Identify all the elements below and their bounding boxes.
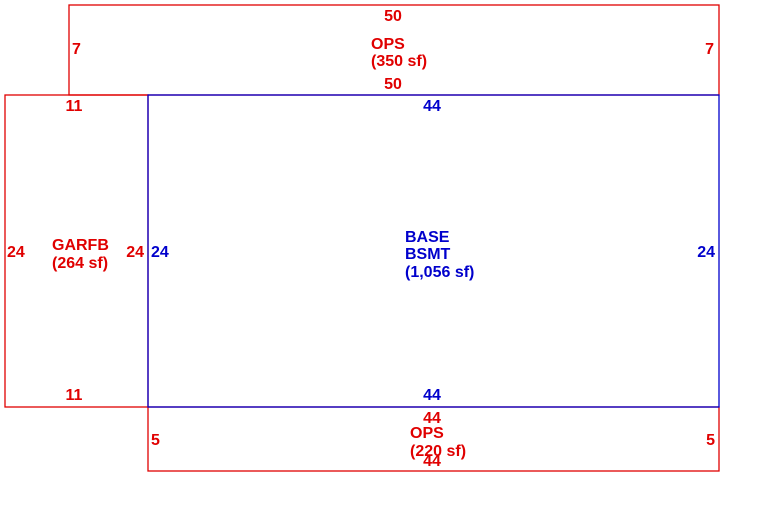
ops-bottom-dim-bottom: 44 [423, 453, 441, 470]
ops-top-dim-bottom: 50 [384, 76, 402, 93]
ops-top-dim-right: 7 [705, 41, 714, 58]
garfb-dim-left: 24 [7, 244, 25, 261]
base-outline [147, 94, 720, 408]
ops-top-name: OPS [371, 36, 405, 53]
base-dim-right: 24 [697, 244, 715, 261]
ops-top-dim-top: 50 [384, 8, 402, 25]
base-name-line2: BSMT [405, 246, 451, 263]
base-dim-bottom: 44 [423, 387, 441, 404]
ops-bottom-dim-top: 44 [423, 410, 441, 427]
garfb-area: (264 sf) [52, 255, 108, 272]
garfb-dim-right: 24 [126, 244, 144, 261]
garfb-dim-top: 11 [66, 98, 83, 115]
garfb-name: GARFB [52, 237, 109, 254]
base-area: (1,056 sf) [405, 264, 474, 281]
base-dim-top: 44 [423, 98, 441, 115]
garfb-dim-bottom: 11 [66, 387, 83, 404]
base-dim-left: 24 [151, 244, 169, 261]
ops-bottom-dim-right: 5 [706, 432, 715, 449]
base-name-line1: BASE [405, 229, 450, 246]
ops-bottom-name: OPS [410, 425, 444, 442]
ops-top-area: (350 sf) [371, 53, 427, 70]
ops-bottom-dim-left: 5 [151, 432, 160, 449]
ops-top-dim-left: 7 [72, 41, 81, 58]
ops-bottom-area: (220 sf) [410, 443, 466, 460]
